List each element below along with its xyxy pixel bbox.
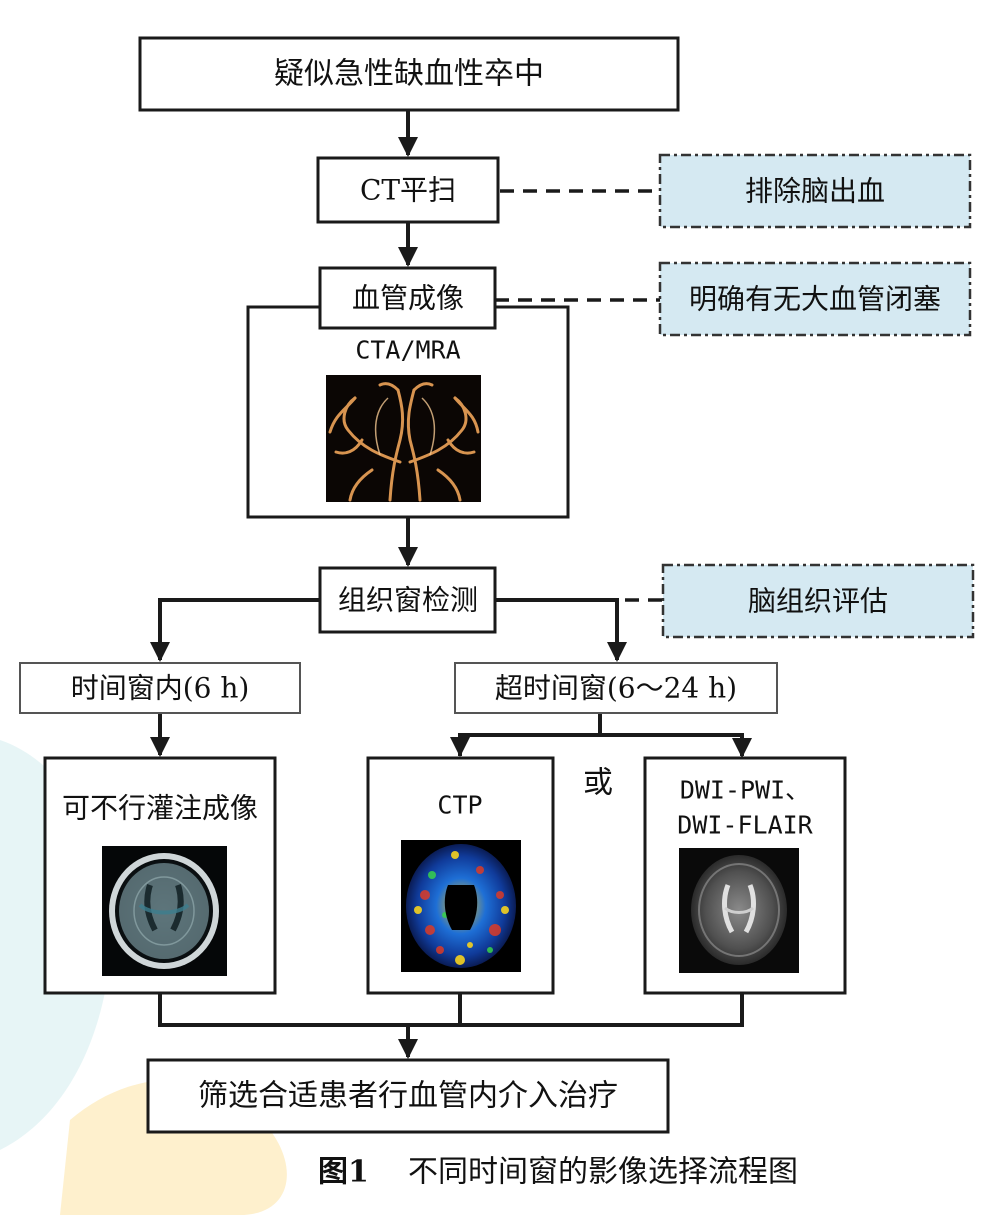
beyond-window-label: 超时间窗(6～24 h) — [495, 672, 737, 705]
ct-image — [102, 846, 227, 976]
note-exclude-hemorrhage — [658, 153, 972, 229]
note-large-vessel — [658, 261, 972, 337]
within-window-label: 时间窗内(6 h) — [71, 672, 250, 705]
tissue-box — [318, 566, 497, 634]
ctp-image — [401, 840, 521, 972]
dwi-label-line2: DWI-FLAIR — [677, 811, 813, 840]
end-label: 筛选合适患者行血管内介入治疗 — [198, 1079, 618, 1114]
end-box — [146, 1058, 670, 1134]
start-label: 疑似急性缺血性卒中 — [274, 57, 544, 92]
ctp-label: CTP — [437, 791, 482, 820]
mri-image — [679, 848, 799, 973]
note-large-vessel-label: 明确有无大血管闭塞 — [689, 283, 941, 316]
cta-image — [326, 375, 481, 502]
start-box — [138, 36, 680, 112]
ct-scan-box — [316, 156, 500, 224]
vascular-box — [318, 266, 497, 330]
ct-scan-label: CT平扫 — [360, 174, 456, 207]
cta-mra-label: CTA/MRA — [355, 336, 460, 365]
connectors — [150, 110, 752, 1059]
beyond-window-box — [454, 662, 778, 714]
tissue-label: 组织窗检测 — [338, 584, 478, 617]
or-label: 或 — [583, 766, 613, 801]
caption-label: 图1 — [318, 1155, 369, 1190]
note-exclude-hemorrhage-label: 排除脑出血 — [745, 175, 885, 208]
within-window-box — [19, 662, 301, 714]
note-tissue-eval-label: 脑组织评估 — [748, 585, 888, 618]
vascular-label: 血管成像 — [352, 282, 464, 315]
caption-text: 不同时间窗的影像选择流程图 — [408, 1155, 798, 1190]
no-perfusion-label: 可不行灌注成像 — [62, 792, 258, 825]
note-tissue-eval — [661, 563, 975, 639]
dwi-label-line1: DWI-PWI、 — [680, 776, 810, 805]
